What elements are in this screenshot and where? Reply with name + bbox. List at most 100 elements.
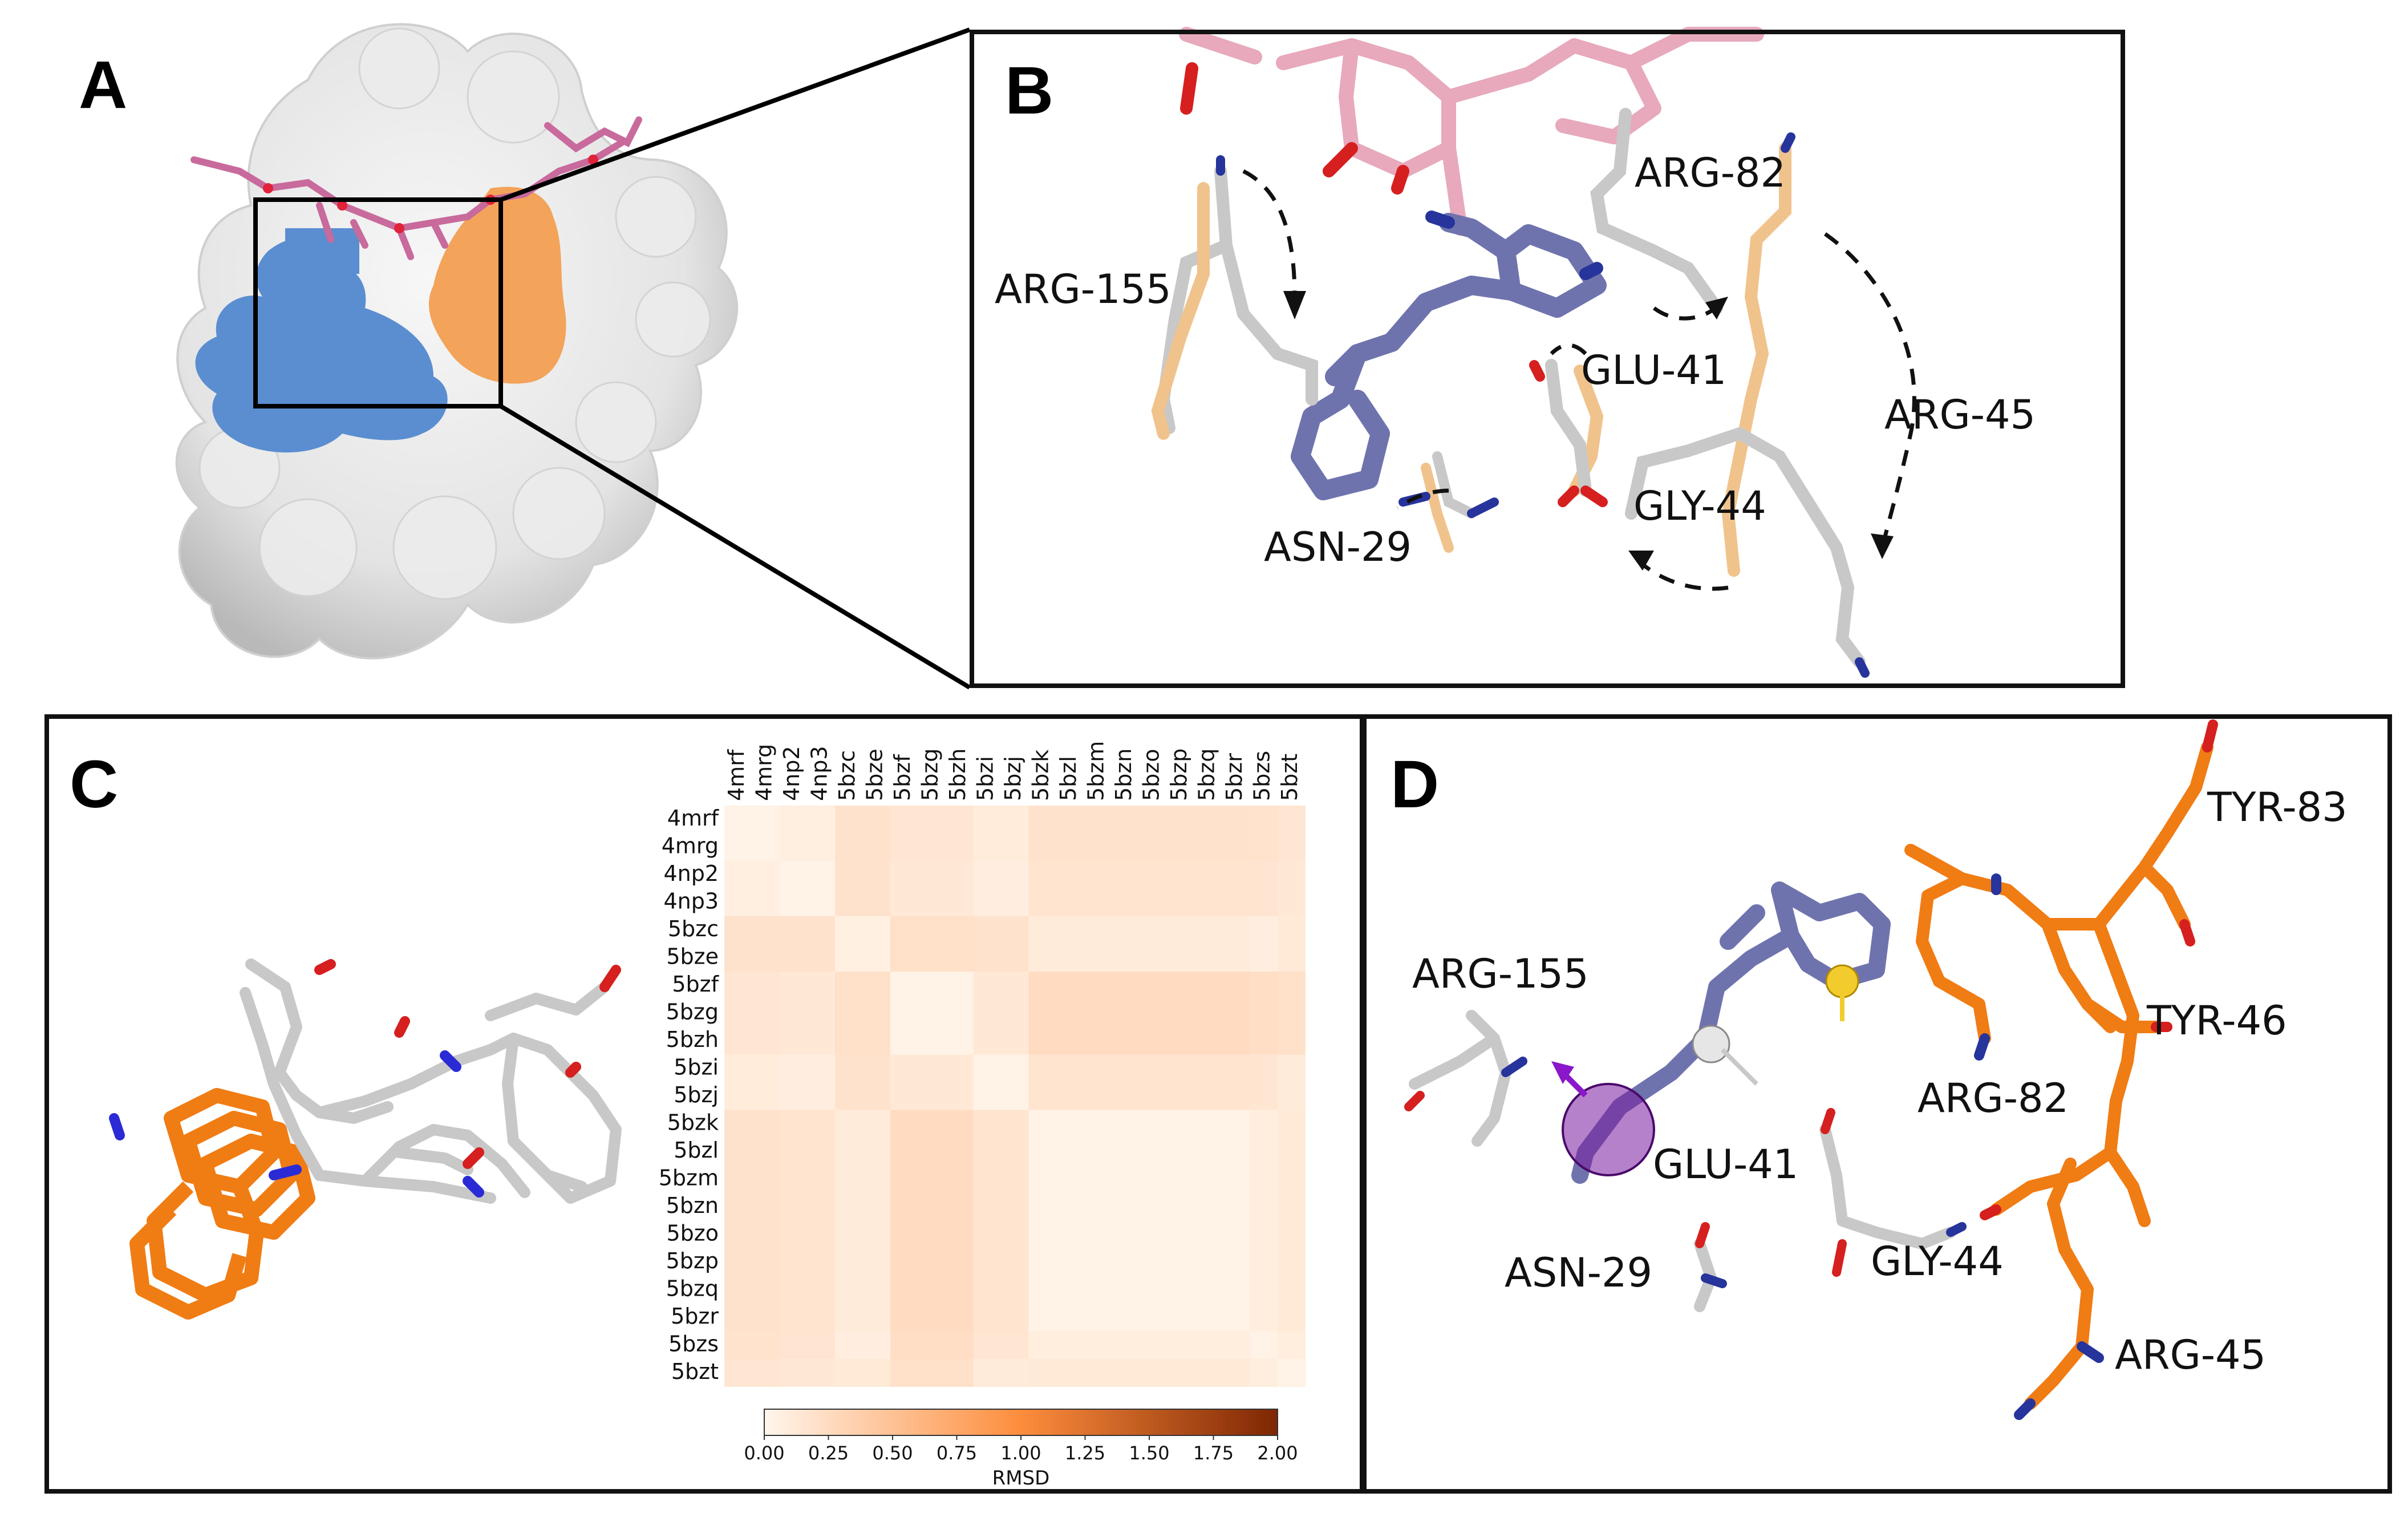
heatmap-cell <box>807 833 836 861</box>
heatmap-cell <box>1167 888 1195 917</box>
heatmap-cell <box>1194 1027 1223 1055</box>
heatmap-col-label: 5bzk <box>1028 750 1053 801</box>
panel-d-label-glu41: GLU-41 <box>1653 1141 1799 1188</box>
heatmap-cell <box>1084 1304 1112 1332</box>
heatmap-cell <box>918 1138 946 1166</box>
heatmap-cell <box>1028 999 1057 1027</box>
heatmap-cell <box>807 861 836 889</box>
heatmap-cell <box>1028 1331 1057 1360</box>
heatmap-cell <box>890 999 918 1027</box>
heatmap-cell <box>780 1110 808 1138</box>
heatmap-cell <box>946 1220 974 1249</box>
heatmap-cell <box>835 1027 863 1055</box>
heatmap-cell <box>1194 1304 1223 1332</box>
heatmap-cell <box>807 1027 836 1055</box>
heatmap-cell <box>1278 1082 1306 1110</box>
heatmap-cell <box>1278 1304 1306 1332</box>
heatmap-cell <box>724 1193 752 1221</box>
colorbar-segment <box>875 1409 881 1435</box>
heatmap-cell <box>918 861 946 889</box>
heatmap-cell <box>780 1276 808 1304</box>
heatmap-cell <box>1139 888 1167 917</box>
colorbar-segment <box>824 1409 829 1435</box>
heatmap-cell <box>1112 1359 1140 1387</box>
heatmap-col-label: 5bzt <box>1277 754 1302 801</box>
heatmap-cell <box>835 1138 863 1166</box>
heatmap-cell <box>1112 1304 1140 1332</box>
heatmap-cell <box>890 1082 918 1110</box>
heatmap-cell <box>1194 944 1223 972</box>
heatmap-cell <box>752 1359 780 1387</box>
heatmap-col-label: 5bzo <box>1138 749 1164 802</box>
heatmap-row-label: 5bzc <box>668 916 719 941</box>
heatmap-cell <box>1139 1054 1167 1083</box>
panel-d-label-tyr83: TYR-83 <box>2207 784 2348 831</box>
heatmap-cell <box>1001 1082 1029 1110</box>
heatmap-cell <box>890 1027 918 1055</box>
heatmap-cell <box>780 972 808 1000</box>
heatmap-cell <box>1250 1165 1278 1194</box>
colorbar-segment <box>1260 1409 1266 1435</box>
heatmap-cell <box>1222 1082 1250 1110</box>
heatmap-cell <box>1167 806 1195 834</box>
heatmap-cell <box>1112 1220 1140 1249</box>
heatmap-cell <box>890 916 918 944</box>
colorbar-segment <box>1252 1409 1257 1435</box>
heatmap-cell <box>1112 1331 1140 1360</box>
colorbar-segment <box>833 1409 838 1435</box>
heatmap-cell <box>752 833 780 861</box>
colorbar-segment <box>862 1409 867 1435</box>
colorbar-segment <box>897 1409 902 1435</box>
heatmap-cell <box>752 1276 780 1304</box>
heatmap-cell <box>1056 1359 1084 1387</box>
colorbar-segment <box>1081 1409 1086 1435</box>
colorbar-segment <box>1222 1409 1227 1435</box>
heatmap-cell <box>918 1304 946 1332</box>
heatmap-cell <box>724 916 752 944</box>
heatmap-cell <box>752 999 780 1027</box>
heatmap-cell <box>1112 806 1140 834</box>
heatmap-cell <box>1167 1165 1195 1194</box>
heatmap-cell <box>1139 999 1167 1027</box>
heatmap-col-label: 5bzg <box>917 749 942 801</box>
colorbar-segment <box>961 1409 966 1435</box>
heatmap-col-label: 5bzq <box>1194 749 1219 801</box>
heatmap-cell <box>807 1304 836 1332</box>
panel-d-label-asn29: ASN-29 <box>1505 1249 1653 1296</box>
colorbar-segment <box>1162 1409 1167 1435</box>
heatmap-col-label: 4np3 <box>806 746 832 801</box>
heatmap-row-label: 5bzf <box>672 972 719 997</box>
heatmap-cell <box>1139 1331 1167 1360</box>
colorbar-segment <box>1055 1409 1060 1435</box>
heatmap-cell <box>835 806 863 834</box>
heatmap-cell <box>1194 888 1223 917</box>
heatmap-cell <box>1056 861 1084 889</box>
heatmap-cell <box>835 1165 863 1194</box>
heatmap-cell <box>973 1331 1002 1360</box>
heatmap-cell <box>780 833 808 861</box>
heatmap-cell <box>807 1248 836 1276</box>
colorbar-tick-label: 2.00 <box>1257 1442 1298 1464</box>
colorbar-tick-label: 1.25 <box>1065 1442 1105 1464</box>
heatmap-cell <box>1056 1220 1084 1249</box>
heatmap-cell <box>918 1276 946 1304</box>
heatmap-cell <box>780 916 808 944</box>
colorbar-segment <box>978 1409 983 1435</box>
heatmap-cell <box>1194 972 1223 1000</box>
panel-d-structure <box>1404 719 2218 1420</box>
heatmap-cell <box>807 1331 836 1360</box>
heatmap-cell <box>946 1304 974 1332</box>
colorbar-segment <box>1183 1409 1189 1435</box>
heatmap-cell <box>835 916 863 944</box>
heatmap-cell <box>1167 999 1195 1027</box>
heatmap-cell <box>724 1359 752 1387</box>
heatmap-cell <box>1139 1082 1167 1110</box>
heatmap-cell <box>1250 1082 1278 1110</box>
heatmap-cell <box>1056 1276 1084 1304</box>
heatmap-cell <box>807 1165 836 1194</box>
colorbar-segment <box>1012 1409 1017 1435</box>
colorbar-segment <box>1170 1409 1175 1435</box>
heatmap-cell <box>807 916 836 944</box>
heatmap-cell <box>973 1082 1002 1110</box>
